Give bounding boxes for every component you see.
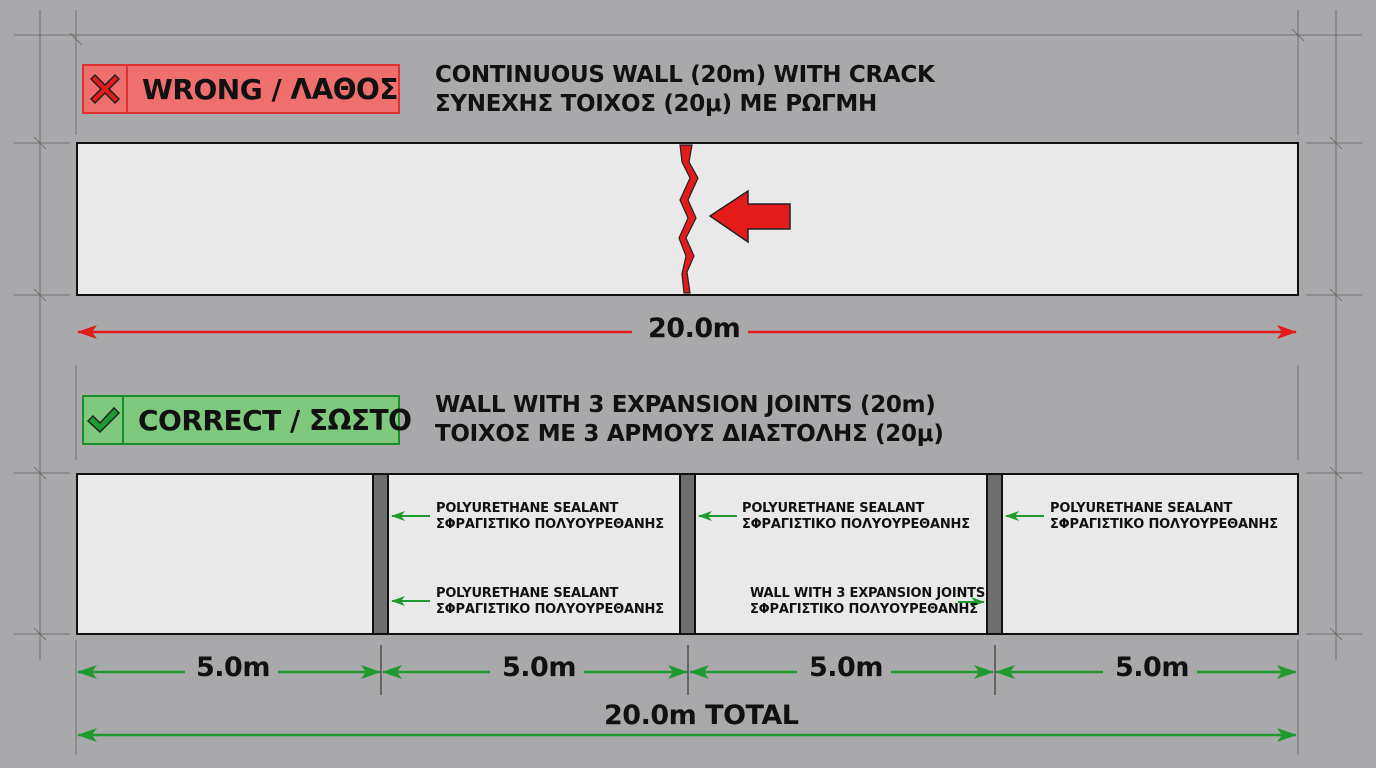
joint-note: POLYURETHANE SEALANT ΣΦΡΑΓΙΣΤΙΚΟ ΠΟΛΥΟΥΡ… [436, 586, 664, 617]
crack-pointer-arrow [708, 189, 791, 244]
note-arrows [391, 511, 1044, 607]
expansion-joint [986, 473, 1003, 635]
expansion-joint [372, 473, 389, 635]
wall-segment [694, 473, 988, 635]
joint-note: POLYURETHANE SEALANT ΣΦΡΑΓΙΣΤΙΚΟ ΠΟΛΥΟΥΡ… [742, 501, 970, 532]
wrong-title-el: ΣΥΝΕΧΗΣ ΤΟΙΧΟΣ (20μ) ΜΕ ΡΩΓΜΗ [435, 91, 877, 117]
segment-label: 5.0m [801, 652, 891, 683]
x-mark-icon [84, 66, 129, 112]
construction-lines [14, 10, 1362, 755]
check-mark-icon [84, 397, 124, 443]
segment-ticks [380, 645, 996, 695]
wall-segment [76, 473, 374, 635]
segment-label: 5.0m [1107, 652, 1197, 683]
correct-title-en: WALL WITH 3 EXPANSION JOINTS (20m) [435, 392, 936, 418]
correct-badge-label: CORRECT / ΣΩΣΤΟ [138, 403, 412, 437]
total-dimension-label: 20.0m TOTAL [596, 700, 807, 731]
joint-note: WALL WITH 3 EXPANSION JOINTS ΣΦΡΑΓΙΣΤΙΚΟ… [750, 586, 986, 617]
segment-label: 5.0m [494, 652, 584, 683]
correct-title-el: ΤΟΙΧΟΣ ΜΕ 3 ΑΡΜΟΥΣ ΔΙΑΣΤΟΛΗΣ (20μ) [435, 421, 944, 447]
joint-note: POLYURETHANE SEALANT ΣΦΡΑΓΙΣΤΙΚΟ ΠΟΛΥΟΥΡ… [1050, 501, 1278, 532]
segment-label: 5.0m [188, 652, 278, 683]
wrong-title-en: CONTINUOUS WALL (20m) WITH CRACK [435, 62, 935, 88]
jointed-wall [76, 473, 1299, 635]
wrong-badge: WRONG / ΛΑΘΟΣ [82, 64, 400, 114]
expansion-joint [679, 473, 696, 635]
joint-note: POLYURETHANE SEALANT ΣΦΡΑΓΙΣΤΙΚΟ ΠΟΛΥΟΥΡ… [436, 501, 664, 532]
wrong-dimension-label: 20.0m [640, 313, 749, 344]
wall-segment [387, 473, 681, 635]
wrong-title: CONTINUOUS WALL (20m) WITH CRACK ΣΥΝΕΧΗΣ… [435, 61, 935, 119]
wall-crack [678, 144, 699, 294]
wall-segment [1001, 473, 1299, 635]
wrong-badge-label: WRONG / ΛΑΘΟΣ [142, 72, 398, 106]
correct-badge: CORRECT / ΣΩΣΤΟ [82, 395, 412, 445]
correct-title: WALL WITH 3 EXPANSION JOINTS (20m) ΤΟΙΧΟ… [435, 391, 944, 449]
